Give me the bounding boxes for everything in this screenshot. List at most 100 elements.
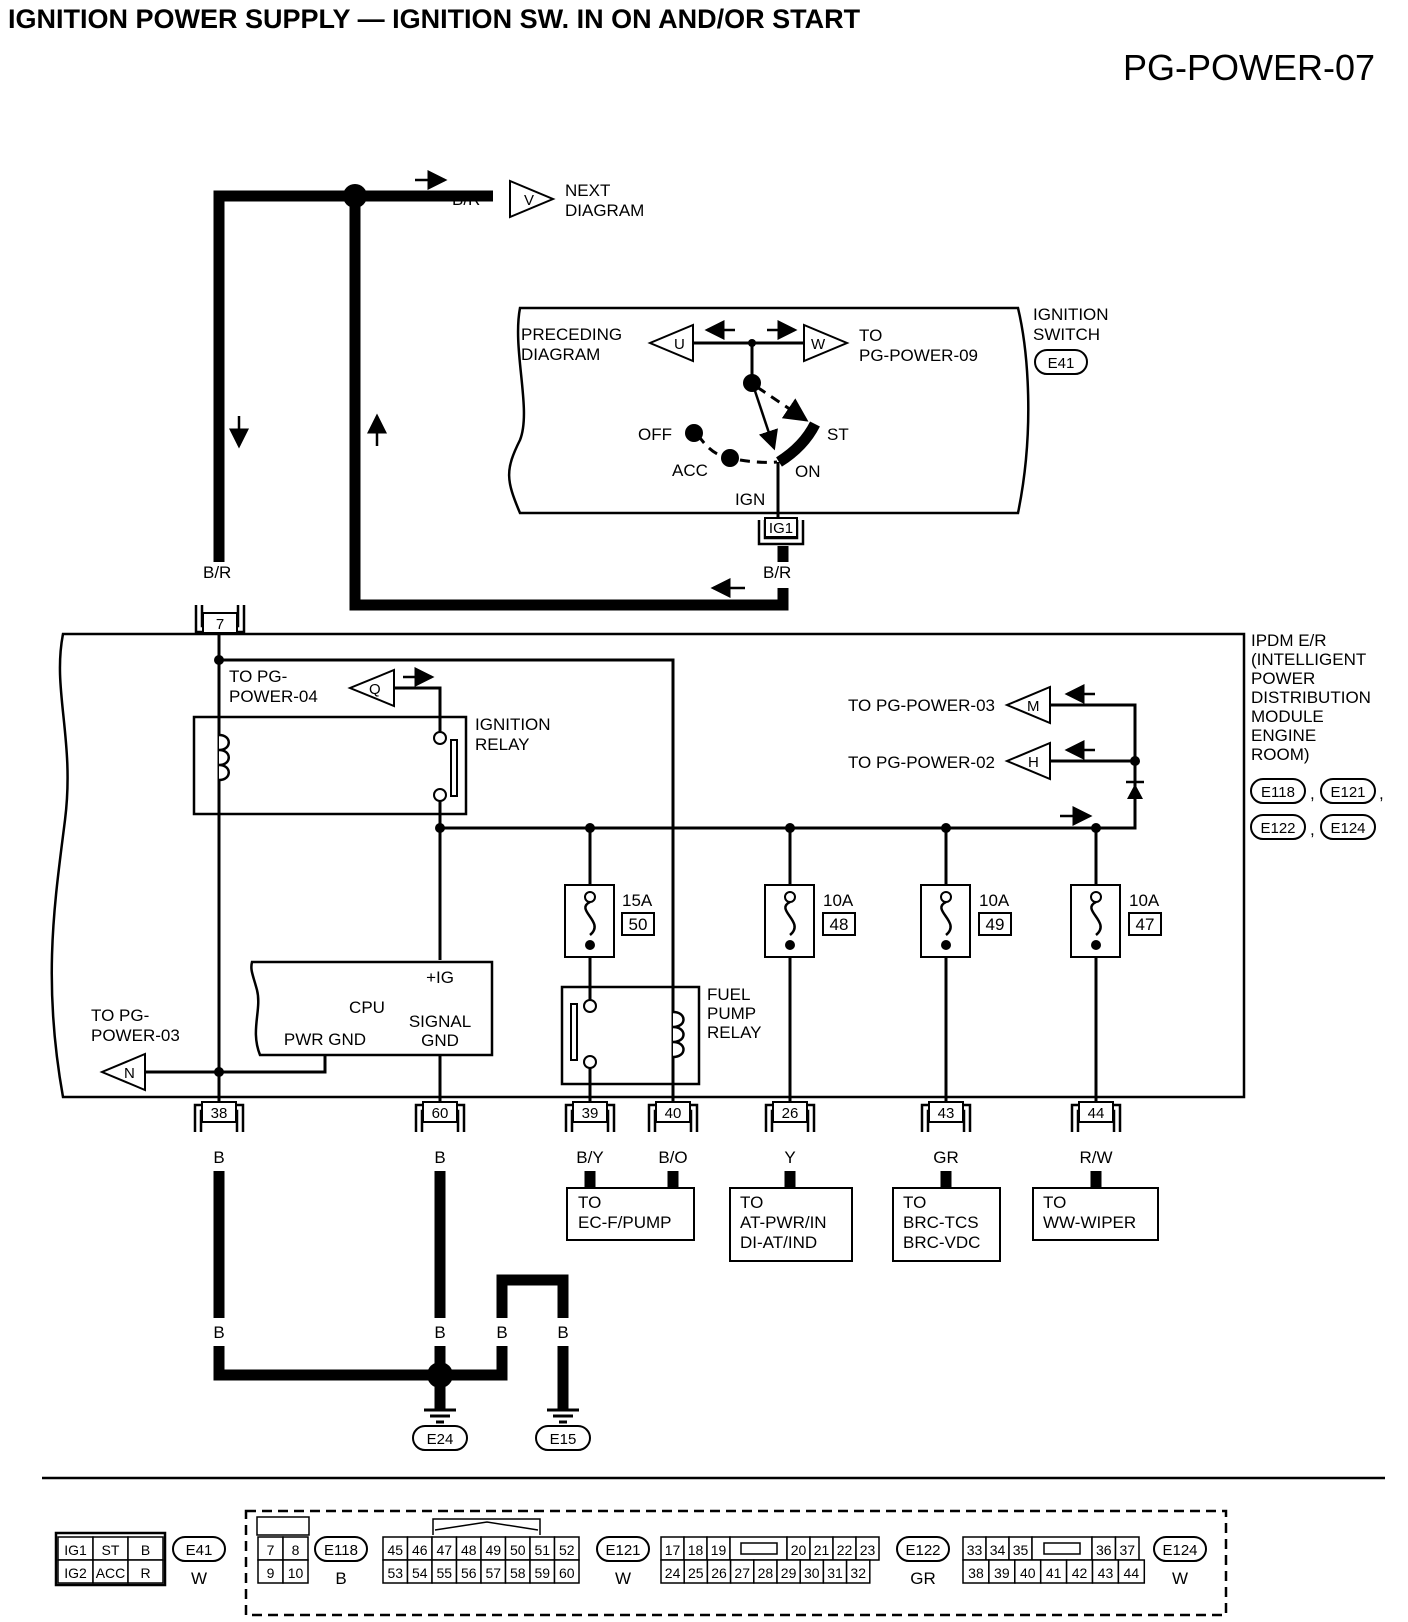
- ignition-relay-coil: [218, 733, 230, 782]
- next-diagram-label-1: NEXT: [565, 181, 610, 200]
- fuse-47-num: 47: [1136, 915, 1155, 934]
- wire-color-feed-top: B/R: [452, 190, 480, 209]
- terminal-t39-label: 39: [582, 1105, 599, 1122]
- legend-pin-e41-r2: IG2: [64, 1565, 87, 1581]
- legend-pin-e121-r1: 50: [510, 1542, 526, 1558]
- q-marker-letter: Q: [369, 681, 381, 698]
- legend-pin-e121-r2: 54: [412, 1565, 428, 1581]
- legend-pin-e124-r2: 40: [1020, 1565, 1036, 1581]
- fuse-47: [1070, 828, 1121, 1110]
- relay-contact-top: [433, 731, 447, 745]
- legend-pin-e41-r1: B: [141, 1542, 150, 1558]
- connector-legend-dashed-box: [244, 1509, 1228, 1617]
- ignition-switch-box: [507, 306, 1030, 515]
- legend-pin-e118-r2: 9: [267, 1565, 275, 1581]
- to-marker-letter: W: [811, 336, 826, 353]
- terminal-t43-label: 43: [938, 1105, 955, 1122]
- fpr-label-3: RELAY: [707, 1023, 762, 1042]
- fuse-47-amp: 10A: [1129, 891, 1160, 910]
- legend-pin-e118-r2: 10: [288, 1565, 304, 1581]
- wire-color-39: B/Y: [576, 1148, 603, 1167]
- ipdm-label-7: ROOM): [1251, 745, 1310, 764]
- dest-ww-box: [1032, 1187, 1159, 1241]
- pos-off-label: OFF: [638, 425, 672, 444]
- legend-pin-e122-r2: 31: [827, 1565, 843, 1581]
- n-marker: [99, 1052, 146, 1092]
- preceding-diagram-1: PRECEDING: [521, 325, 622, 344]
- legend-badge-e118: [314, 1536, 368, 1562]
- wire-color-26: Y: [784, 1148, 795, 1167]
- page-title: IGNITION POWER SUPPLY — IGNITION SW. IN …: [8, 4, 861, 34]
- ipdm-label-3: POWER: [1251, 669, 1315, 688]
- terminal-t38-box: [201, 1101, 237, 1123]
- terminal-t26-label: 26: [782, 1105, 799, 1122]
- cpu-gnd: GND: [421, 1031, 459, 1050]
- legend-cell-e121-r2: [553, 1559, 580, 1584]
- q-label-2: POWER-04: [229, 687, 318, 706]
- ipdm-label-6: ENGINE: [1251, 726, 1316, 745]
- legend-pin-e124-r1a: 33: [967, 1542, 983, 1558]
- preceding-marker-letter: U: [674, 336, 685, 353]
- ipdm-label-2: (INTELLIGENT: [1251, 650, 1366, 669]
- legend-pin-e121-r1: 45: [387, 1542, 403, 1558]
- next-diagram-marker: [509, 179, 556, 219]
- wire-color-38: B: [213, 1148, 224, 1167]
- legend-pin-e122-r1b: 23: [860, 1542, 876, 1558]
- legend-pin-e41-r1: ST: [102, 1542, 120, 1558]
- legend-cell-e122-r2: [845, 1559, 871, 1584]
- terminal-t40-box: [655, 1101, 691, 1123]
- legend-pin-e122-r1a: 17: [665, 1542, 681, 1558]
- ipdm-sep-3: ,: [1310, 820, 1315, 839]
- ipdm-label-5: MODULE: [1251, 707, 1324, 726]
- e122-badge: [1250, 814, 1306, 840]
- legend-pin-e121-r2: 58: [510, 1565, 526, 1581]
- bus-node-440: [435, 823, 445, 833]
- legend-pin-e122-r1b: 20: [791, 1542, 807, 1558]
- legend-pin-e124-r2: 41: [1046, 1565, 1062, 1581]
- wire-color-38-low: B: [213, 1323, 224, 1342]
- cpu-signal: SIGNAL: [409, 1012, 471, 1031]
- legend-pin-e41-r2: ACC: [96, 1565, 126, 1581]
- fpr-contact-top: [583, 999, 597, 1013]
- terminal-t40-label: 40: [665, 1105, 682, 1122]
- ground-harness-b1: [440, 1346, 508, 1381]
- fuse-47-num-box: [1128, 912, 1162, 936]
- legend-pin-e124-r1a: 34: [990, 1542, 1006, 1558]
- harness-top: [213, 190, 493, 562]
- legend-pin-e122-r2: 32: [850, 1565, 866, 1581]
- to-pg-power-09-2: PG-POWER-09: [859, 346, 978, 365]
- wire-color-44: R/W: [1079, 1148, 1112, 1167]
- wire-color-40: B/O: [658, 1148, 687, 1167]
- dest-at-2: AT-PWR/IN: [740, 1213, 827, 1232]
- legend-pin-e122-r2: 30: [804, 1565, 820, 1581]
- fuse-49-amp: 10A: [979, 891, 1010, 910]
- preceding-diagram-2: DIAGRAM: [521, 345, 600, 364]
- terminal-t60-box: [422, 1101, 458, 1123]
- dest-brc-box: [892, 1187, 1001, 1262]
- legend-e122-key: [740, 1542, 778, 1555]
- dest-pump-2: EC-F/PUMP: [578, 1213, 672, 1232]
- dest-pump-box: [566, 1187, 695, 1241]
- fpr-label-1: FUEL: [707, 985, 750, 1004]
- dest-pump-1: TO: [578, 1193, 601, 1212]
- fpr-coil: [672, 1010, 685, 1059]
- wire-color-43: GR: [933, 1148, 959, 1167]
- legend-pin-e122-r1a: 18: [688, 1542, 704, 1558]
- ignition-switch-label-1: IGNITION: [1033, 305, 1109, 324]
- e118-badge: [1250, 778, 1306, 804]
- legend-pin-e121-r2: 57: [485, 1565, 501, 1581]
- fuse-50-num: 50: [629, 915, 648, 934]
- ignition-switch-label-2: SWITCH: [1033, 325, 1100, 344]
- fuse-49: [920, 828, 971, 1110]
- cpu-pwr-gnd: PWR GND: [284, 1030, 366, 1049]
- fuse-48: [764, 828, 815, 1110]
- legend-color-e122: GR: [910, 1569, 936, 1588]
- fpr-label-2: PUMP: [707, 1004, 756, 1023]
- dest-at-1: TO: [740, 1193, 763, 1212]
- relay-contact-bar: [450, 739, 458, 797]
- terminal-t60-label: 60: [432, 1105, 449, 1122]
- h-marker-letter: H: [1028, 754, 1039, 771]
- bus-main: [440, 820, 1137, 830]
